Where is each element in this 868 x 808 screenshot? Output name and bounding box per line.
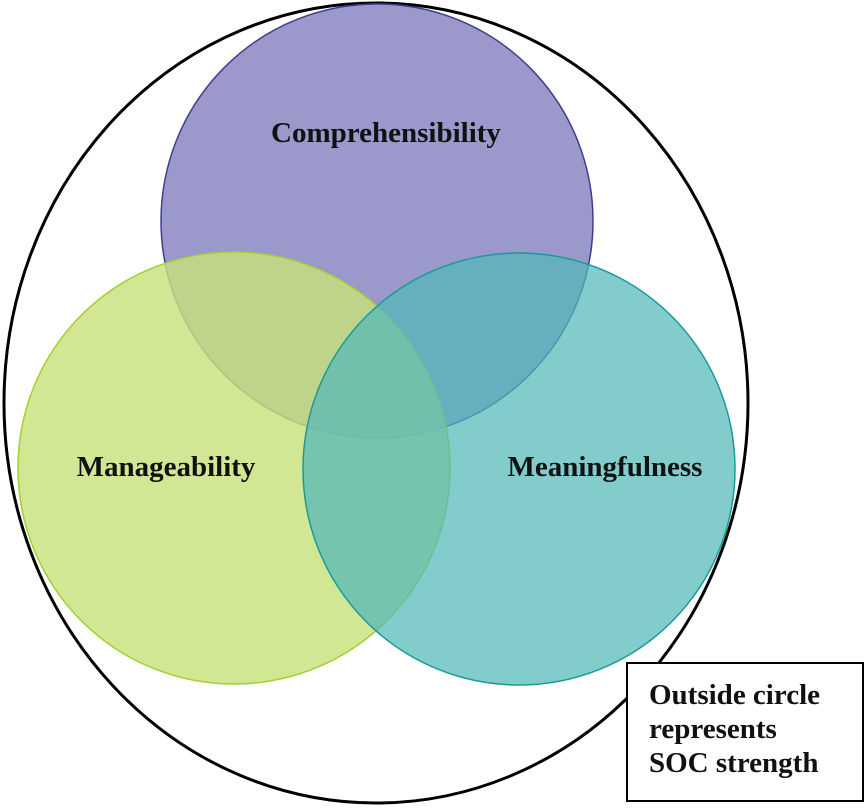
soc-note-box: Outside circle represents SOC strength [626, 662, 864, 802]
comprehensibility-label: Comprehensibility [271, 117, 501, 149]
meaningfulness-label: Meaningfulness [508, 451, 703, 483]
note-line: SOC strength [649, 747, 819, 779]
meaningfulness-circle [302, 252, 736, 686]
manageability-label: Manageability [77, 451, 256, 483]
note-line: represents [649, 713, 777, 745]
note-line: Outside circle [649, 679, 821, 711]
outer-circle [2, 1, 750, 805]
